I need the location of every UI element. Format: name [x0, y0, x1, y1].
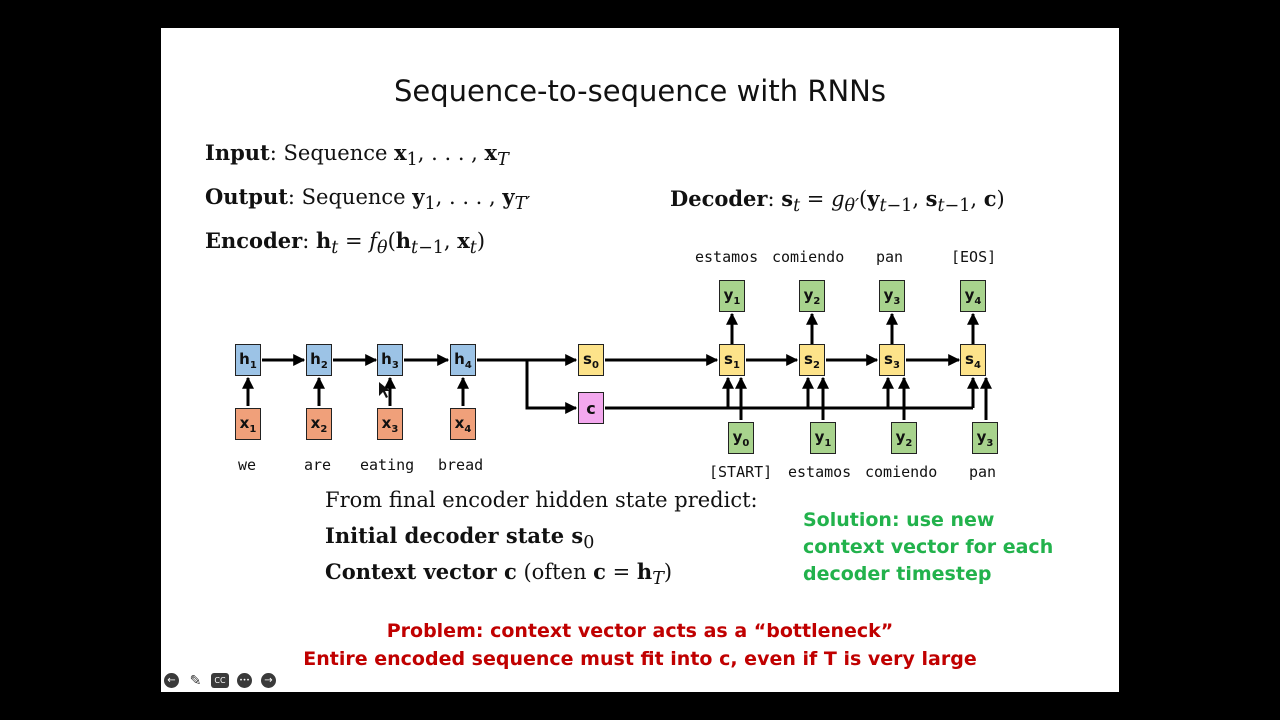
slide-title: Sequence-to-sequence with RNNs — [394, 74, 886, 108]
problem-line-1: Problem: context vector acts as a “bottl… — [386, 620, 894, 642]
decoder-output-word-3: pan — [876, 248, 904, 266]
context-note: Context vector c (often c = hT) — [325, 559, 673, 590]
slide: Sequence-to-sequence with RNNs Input: Se… — [161, 28, 1119, 692]
decoder-output-word-2: comiendo — [772, 248, 845, 266]
output-label: Output — [205, 184, 288, 209]
decoder-state-4: s4 — [960, 344, 986, 376]
decoder-input-2: y2 — [891, 422, 917, 454]
context-vector: c — [578, 392, 604, 424]
decoder-input-word-2: comiendo — [865, 463, 938, 481]
encoder-label: Encoder — [205, 228, 303, 253]
output-text: : Sequence — [287, 185, 413, 209]
diagram-arrows — [242, 312, 992, 420]
input-text: : Sequence — [269, 141, 395, 165]
encoder-word-1: we — [238, 456, 257, 474]
encoder-input-4: x4 — [450, 408, 476, 440]
encoder-input-1: x1 — [235, 408, 261, 440]
encoder-hidden-4: h4 — [450, 344, 476, 376]
decoder-input-3: y3 — [972, 422, 998, 454]
input-definition: Input: Sequence x1, . . . , xT — [205, 140, 509, 171]
initial-state-note: Initial decoder state s0 — [325, 523, 595, 554]
decoder-output-word-1: estamos — [695, 248, 759, 266]
pen-icon[interactable]: ✎ — [189, 672, 202, 689]
decoder-output-4: y4 — [960, 280, 986, 312]
decoder-input-word-3: pan — [969, 463, 997, 481]
prev-slide-icon[interactable]: ← — [164, 673, 179, 688]
decoder-output-word-4: [EOS] — [951, 248, 997, 266]
decoder-input-word-1: estamos — [788, 463, 852, 481]
decoder-state-3: s3 — [879, 344, 905, 376]
encoder-word-3: eating — [360, 456, 415, 474]
decoder-output-3: y3 — [879, 280, 905, 312]
encoder-equation: Encoder: ht = fθ(ht−1, xt) — [205, 228, 486, 259]
decoder-input-word-0: [START] — [709, 463, 773, 481]
captions-icon[interactable]: CC — [211, 673, 229, 688]
encoder-hidden-1: h1 — [235, 344, 261, 376]
encoder-hidden-3: h3 — [377, 344, 403, 376]
decoder-output-2: y2 — [799, 280, 825, 312]
next-slide-icon[interactable]: → — [261, 673, 276, 688]
encoder-word-2: are — [304, 456, 332, 474]
encoder-input-3: x3 — [377, 408, 403, 440]
decoder-output-1: y1 — [719, 280, 745, 312]
input-label: Input — [205, 140, 270, 165]
decoder-input-1: y1 — [810, 422, 836, 454]
mouse-cursor-icon — [379, 382, 390, 398]
output-definition: Output: Sequence y1, . . . , yT′ — [205, 184, 531, 215]
decoder-equation: Decoder: st = gθ′(yt−1, st−1, c) — [670, 186, 1005, 217]
decoder-state-1: s1 — [719, 344, 745, 376]
more-options-icon[interactable]: ••• — [237, 673, 252, 688]
decoder-state-2: s2 — [799, 344, 825, 376]
solution-note: Solution: use new context vector for eac… — [803, 509, 1054, 585]
encoder-input-2: x2 — [306, 408, 332, 440]
decoder-initial-state: s0 — [578, 344, 604, 376]
arrow-h4-c — [525, 360, 578, 414]
problem-line-2: Entire encoded sequence must fit into c,… — [303, 648, 977, 670]
encoder-hidden-2: h2 — [306, 344, 332, 376]
decoder-input-0: y0 — [728, 422, 754, 454]
encoder-word-4: bread — [438, 456, 484, 474]
predict-line: From final encoder hidden state predict: — [325, 488, 758, 512]
decoder-label: Decoder — [670, 186, 768, 211]
